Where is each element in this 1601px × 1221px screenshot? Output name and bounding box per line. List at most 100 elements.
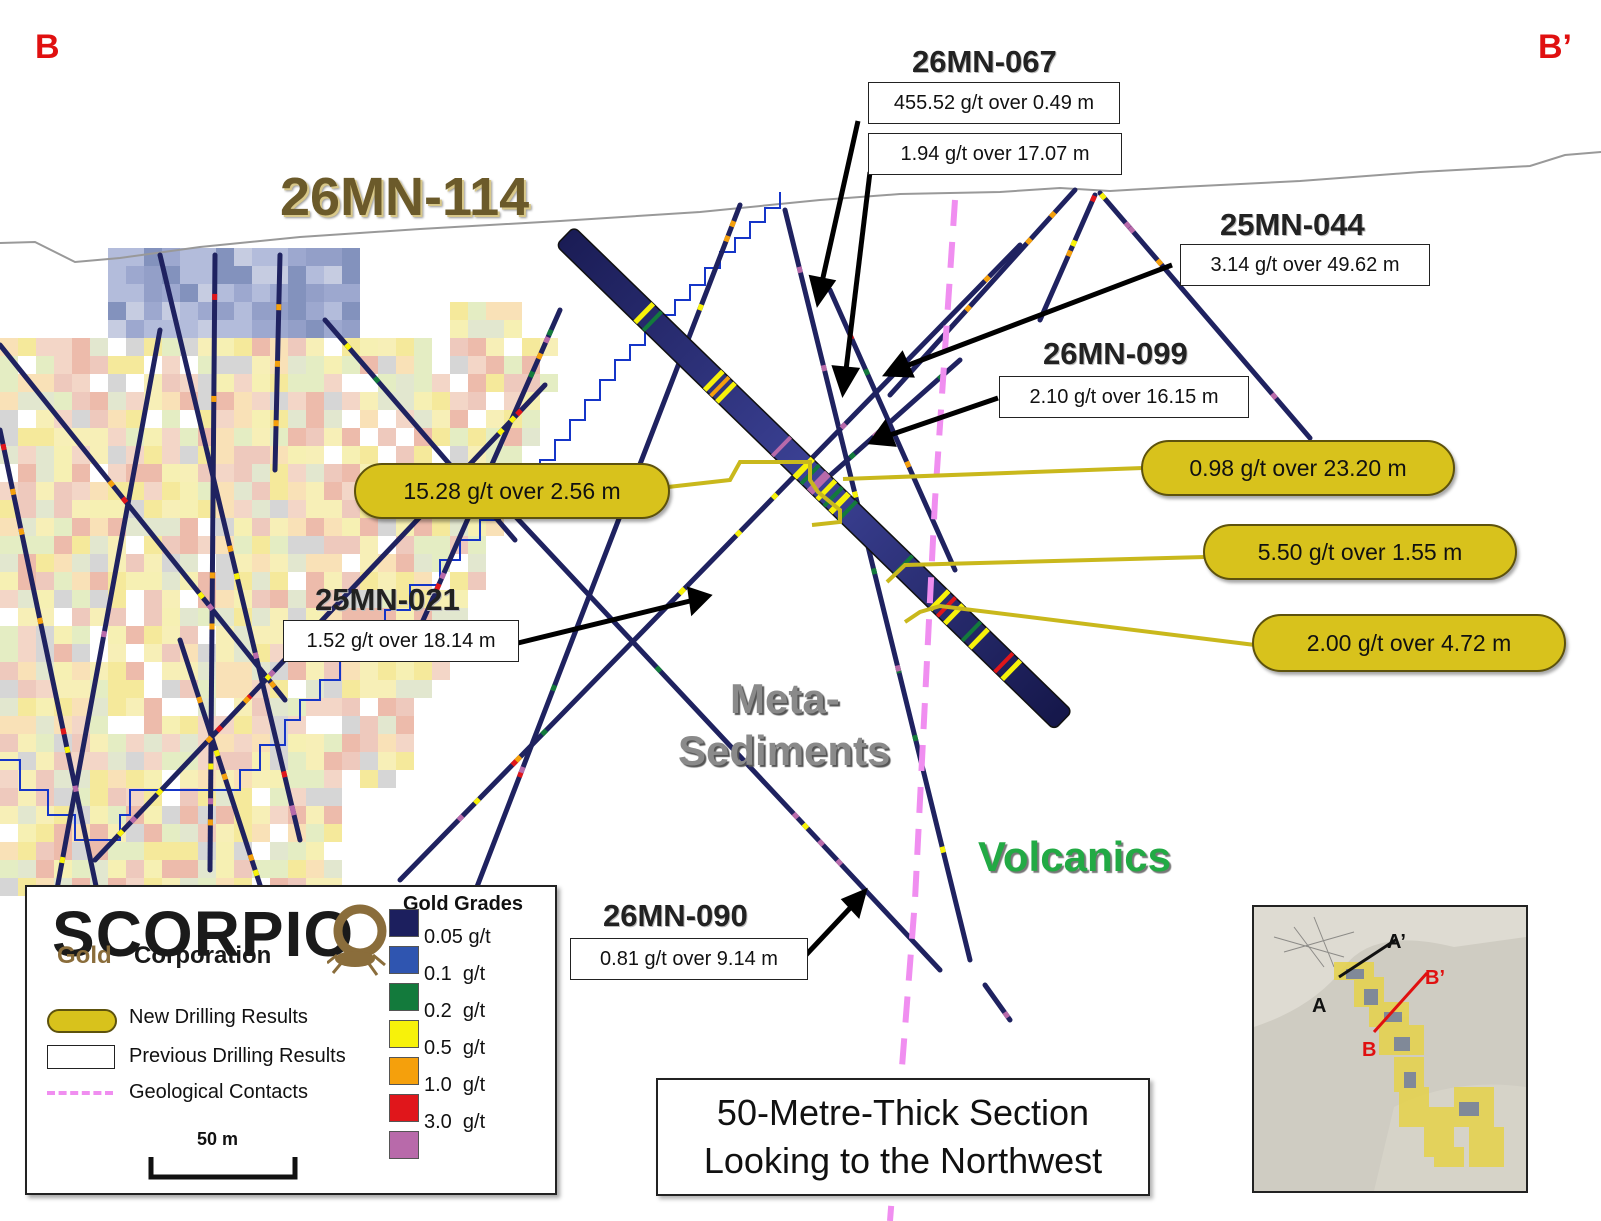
block-cell bbox=[54, 446, 72, 464]
block-cell bbox=[54, 770, 72, 788]
grade-dash bbox=[983, 274, 991, 283]
block-cell bbox=[432, 428, 450, 446]
block-cell bbox=[306, 302, 324, 320]
block-cell bbox=[288, 302, 306, 320]
grade-dash bbox=[1127, 225, 1136, 234]
block-cell bbox=[162, 734, 180, 752]
grade-dash bbox=[678, 586, 687, 595]
block-cell bbox=[162, 806, 180, 824]
block-cell bbox=[216, 482, 234, 500]
block-cell bbox=[234, 482, 252, 500]
block-cell bbox=[144, 770, 162, 788]
block-cell bbox=[288, 482, 306, 500]
block-cell bbox=[342, 392, 360, 410]
block-cell bbox=[432, 374, 450, 392]
grade-dash bbox=[729, 220, 737, 228]
block-cell bbox=[198, 248, 216, 266]
block-cell bbox=[252, 554, 270, 572]
block-cell bbox=[252, 716, 270, 734]
block-cell bbox=[252, 356, 270, 374]
grade-dash bbox=[1270, 392, 1278, 400]
inset-label-a-prime: A’ bbox=[1387, 931, 1406, 953]
block-cell bbox=[252, 770, 270, 788]
block-cell bbox=[36, 860, 54, 878]
block-cell bbox=[72, 572, 90, 590]
block-cell bbox=[306, 356, 324, 374]
block-cell bbox=[288, 734, 306, 752]
block-cell bbox=[72, 590, 90, 608]
block-cell bbox=[486, 320, 504, 338]
block-cell bbox=[0, 410, 18, 428]
block-cell bbox=[36, 752, 54, 770]
block-cell bbox=[108, 644, 126, 662]
block-cell bbox=[288, 266, 306, 284]
block-cell bbox=[18, 500, 36, 518]
block-cell bbox=[36, 428, 54, 446]
block-cell bbox=[414, 392, 432, 410]
block-cell bbox=[180, 626, 198, 644]
block-cell bbox=[18, 788, 36, 806]
block-cell bbox=[126, 284, 144, 302]
block-cell bbox=[126, 698, 144, 716]
grade-label: 0.5 g/t bbox=[424, 1037, 486, 1059]
block-cell bbox=[144, 644, 162, 662]
block-cell bbox=[234, 644, 252, 662]
legend-previous-drilling: Previous Drilling Results bbox=[129, 1045, 346, 1067]
grade-dash bbox=[801, 822, 810, 831]
block-cell bbox=[198, 356, 216, 374]
block-cell bbox=[144, 284, 162, 302]
block-cell bbox=[234, 284, 252, 302]
block-cell bbox=[360, 662, 378, 680]
scale-bar bbox=[148, 1157, 298, 1180]
block-cell bbox=[360, 446, 378, 464]
block-cell bbox=[342, 734, 360, 752]
block-cell bbox=[270, 446, 288, 464]
block-cell bbox=[54, 482, 72, 500]
grade-dash bbox=[863, 368, 871, 376]
block-cell bbox=[18, 806, 36, 824]
block-cell bbox=[216, 266, 234, 284]
drill-trace bbox=[822, 357, 963, 483]
block-cell bbox=[0, 662, 18, 680]
block-cell bbox=[90, 698, 108, 716]
scorpion-logo-icon bbox=[327, 904, 387, 976]
block-cell bbox=[486, 356, 504, 374]
block-cell bbox=[36, 698, 54, 716]
block-cell bbox=[144, 266, 162, 284]
new-result-oval: 0.98 g/t over 23.20 m bbox=[1141, 440, 1455, 496]
block-cell bbox=[306, 788, 324, 806]
inset-location-map: A A’ B B’ bbox=[1252, 905, 1528, 1193]
grade-dash bbox=[514, 754, 523, 763]
block-cell bbox=[144, 860, 162, 878]
grade-dash bbox=[233, 572, 241, 580]
block-cell bbox=[450, 590, 468, 608]
block-cell bbox=[72, 608, 90, 626]
grade-dash bbox=[723, 234, 731, 243]
block-cell bbox=[306, 842, 324, 860]
block-cell bbox=[252, 338, 270, 356]
block-cell bbox=[486, 410, 504, 428]
block-cell bbox=[288, 284, 306, 302]
geological-contact-line bbox=[887, 199, 958, 1221]
block-cell bbox=[234, 374, 252, 392]
block-cell bbox=[144, 842, 162, 860]
block-cell bbox=[36, 536, 54, 554]
block-cell bbox=[324, 518, 342, 536]
block-cell bbox=[306, 860, 324, 878]
block-cell bbox=[54, 392, 72, 410]
drill-trace bbox=[782, 207, 973, 963]
block-cell bbox=[162, 572, 180, 590]
block-cell bbox=[36, 680, 54, 698]
new-result-oval: 5.50 g/t over 1.55 m bbox=[1203, 524, 1517, 580]
grade-dash bbox=[540, 728, 549, 737]
block-cell bbox=[288, 392, 306, 410]
block-cell bbox=[0, 590, 18, 608]
grade-dash bbox=[372, 375, 381, 384]
block-cell bbox=[414, 554, 432, 572]
block-cell bbox=[324, 806, 342, 824]
block-cell bbox=[144, 464, 162, 482]
block-cell bbox=[216, 824, 234, 842]
block-cell bbox=[450, 302, 468, 320]
block-cell bbox=[360, 392, 378, 410]
